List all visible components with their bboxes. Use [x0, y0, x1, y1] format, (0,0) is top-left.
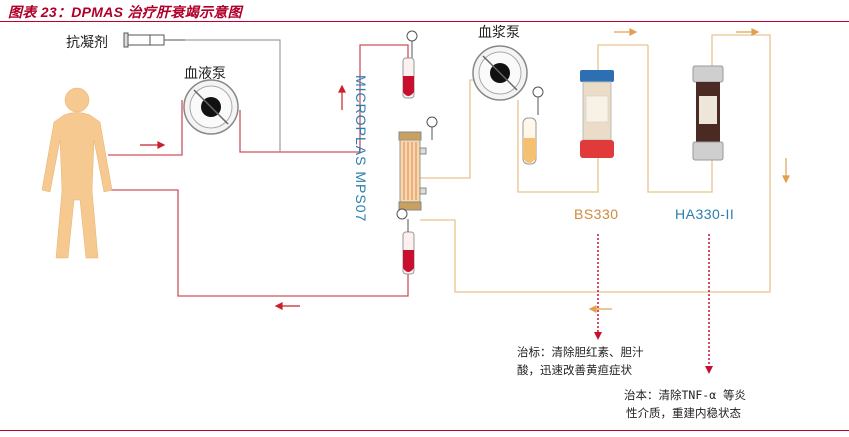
- patient-figure: [41, 87, 113, 259]
- plasma-line-bs-to-ha: [420, 34, 771, 293]
- plasma-pump-icon: [472, 45, 528, 101]
- anticoagulant-line: [185, 39, 281, 152]
- plasma-pump-label: 血浆泵: [478, 25, 520, 41]
- ha330-note-line1: 治本：清除TNF-α 等炎: [624, 388, 747, 402]
- blood-line-return: [108, 189, 409, 297]
- title-divider: [0, 21, 849, 22]
- blood-pump-label: 血液泵: [184, 66, 226, 82]
- plasma-separator-filter: [398, 116, 438, 211]
- lower-drip-chamber: [396, 208, 415, 275]
- bottom-divider: [0, 430, 849, 431]
- bs330-label: BS330: [574, 206, 619, 222]
- mps07-label: MICROPLAS MPS07: [353, 75, 369, 223]
- blood-flow-arrows: [140, 84, 346, 310]
- note-pointers: [594, 234, 713, 374]
- bs330-note-line1: 治标：清除胆红素、胆汁: [517, 345, 644, 359]
- blood-circuit: [108, 39, 409, 297]
- plasma-flow-arrows: [588, 28, 790, 313]
- plasma-line-pump-to-bs: [517, 44, 648, 193]
- anticoagulant-label: 抗凝剂: [66, 35, 108, 51]
- blood-line-out: [108, 100, 183, 156]
- ha330-label: HA330-II: [675, 206, 735, 222]
- blood-line-pump-to-filter: [239, 44, 409, 153]
- plasma-line-out: [420, 79, 490, 179]
- figure-title: 图表 23：DPMAS 治疗肝衰竭示意图: [8, 4, 242, 20]
- bs330-note-line2: 酸，迅速改善黄疸症状: [517, 363, 632, 377]
- bs330-cartridge: [580, 70, 614, 158]
- ha330-note: 治本：清除TNF-α 等炎 性介质，重建内稳状态: [624, 386, 746, 422]
- plasma-collection-tube: [522, 86, 544, 165]
- syringe-icon: [123, 32, 185, 48]
- ha330-note-line2: 性介质，重建内稳状态: [626, 406, 741, 420]
- ha330-cartridge: [692, 65, 724, 161]
- bs330-note: 治标：清除胆红素、胆汁 酸，迅速改善黄疸症状: [517, 343, 644, 379]
- upper-drip-chamber: [402, 30, 418, 99]
- blood-pump-icon: [183, 79, 239, 135]
